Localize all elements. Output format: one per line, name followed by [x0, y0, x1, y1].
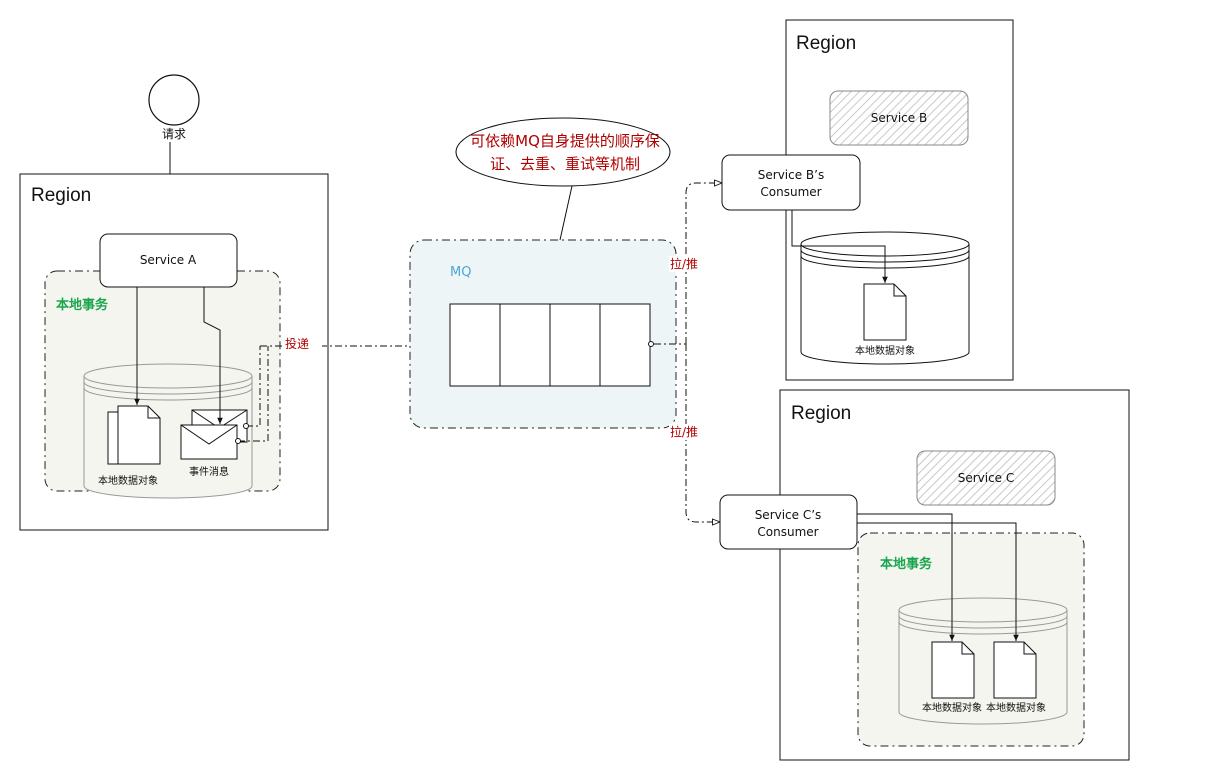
pull-push-top-label: 拉/推 — [670, 256, 698, 271]
queue-slot-2 — [499, 303, 551, 387]
local-transaction-a-label: 本地事务 — [56, 297, 109, 313]
service-c-label: Service C — [958, 471, 1015, 485]
queue-slot-1 — [449, 303, 501, 387]
service-b-consumer-line-2: Consumer — [760, 185, 821, 199]
callout-bubble — [455, 117, 671, 187]
service-b-box[interactable] — [829, 90, 969, 146]
mq-fanout: 拉/推 拉/推 — [648, 183, 723, 522]
data-object-c2-label: 本地数据对象 — [986, 701, 1046, 714]
service-c-box[interactable] — [916, 450, 1056, 506]
service-c-consumer-box[interactable] — [719, 494, 858, 550]
consumer-c-to-data-object-1-arrow — [857, 513, 955, 641]
region-c-title: Region — [791, 403, 851, 424]
region-b-title: Region — [796, 33, 856, 54]
service-b-consumer-line-1: Service B’s — [758, 168, 824, 182]
data-object-a-icon — [107, 405, 161, 465]
delivery-connector: 投递 — [235, 336, 451, 444]
request-circle — [148, 74, 200, 126]
mq-container: MQ — [409, 239, 677, 429]
local-transaction-c-label: 本地事务 — [880, 556, 933, 572]
mq-label: MQ — [450, 265, 471, 280]
region-a-title: Region — [31, 185, 91, 206]
request-node: 请求 — [148, 74, 200, 141]
data-object-c1-icon — [931, 641, 975, 699]
service-b-consumer-box[interactable] — [721, 154, 861, 211]
consumer-b-to-data-object-arrow — [791, 210, 888, 283]
pull-push-bottom-label: 拉/推 — [670, 424, 698, 439]
service-c-consumer-line-2: Consumer — [757, 525, 818, 539]
region-b: Region Service B 本地数据对象 Service B’s Cons… — [721, 19, 1014, 381]
service-a-box[interactable] — [99, 233, 238, 288]
region-c: Region Service C 本地事务 本地数据对象 本地数据对象 Serv… — [719, 389, 1130, 761]
data-object-c1-label: 本地数据对象 — [922, 701, 982, 714]
queue-slot-4 — [599, 303, 651, 387]
consumer-c-to-data-object-2-arrow — [857, 522, 1019, 641]
queue-slot-3 — [549, 303, 601, 387]
region-a: Region 本地事务 Service A 本地数据对象 事件消息 — [19, 173, 329, 531]
service-c-consumer-line-1: Service C’s — [755, 508, 822, 522]
service-a-to-event-message-arrow — [203, 287, 223, 424]
data-object-a-label: 本地数据对象 — [98, 474, 158, 487]
data-object-b-label: 本地数据对象 — [855, 344, 915, 357]
request-label: 请求 — [162, 127, 186, 141]
event-message-label: 事件消息 — [189, 465, 229, 478]
callout: 可依赖MQ自身提供的顺序保 证、去重、重试等机制 — [455, 117, 671, 241]
service-b-label: Service B — [871, 111, 927, 125]
service-a-label: Service A — [140, 253, 197, 267]
data-object-b-icon — [863, 283, 907, 341]
delivery-label: 投递 — [285, 336, 309, 351]
callout-line-1: 可依赖MQ自身提供的顺序保 — [470, 132, 660, 150]
data-object-c2-icon — [993, 641, 1037, 699]
callout-line-2: 证、去重、重试等机制 — [490, 155, 640, 173]
